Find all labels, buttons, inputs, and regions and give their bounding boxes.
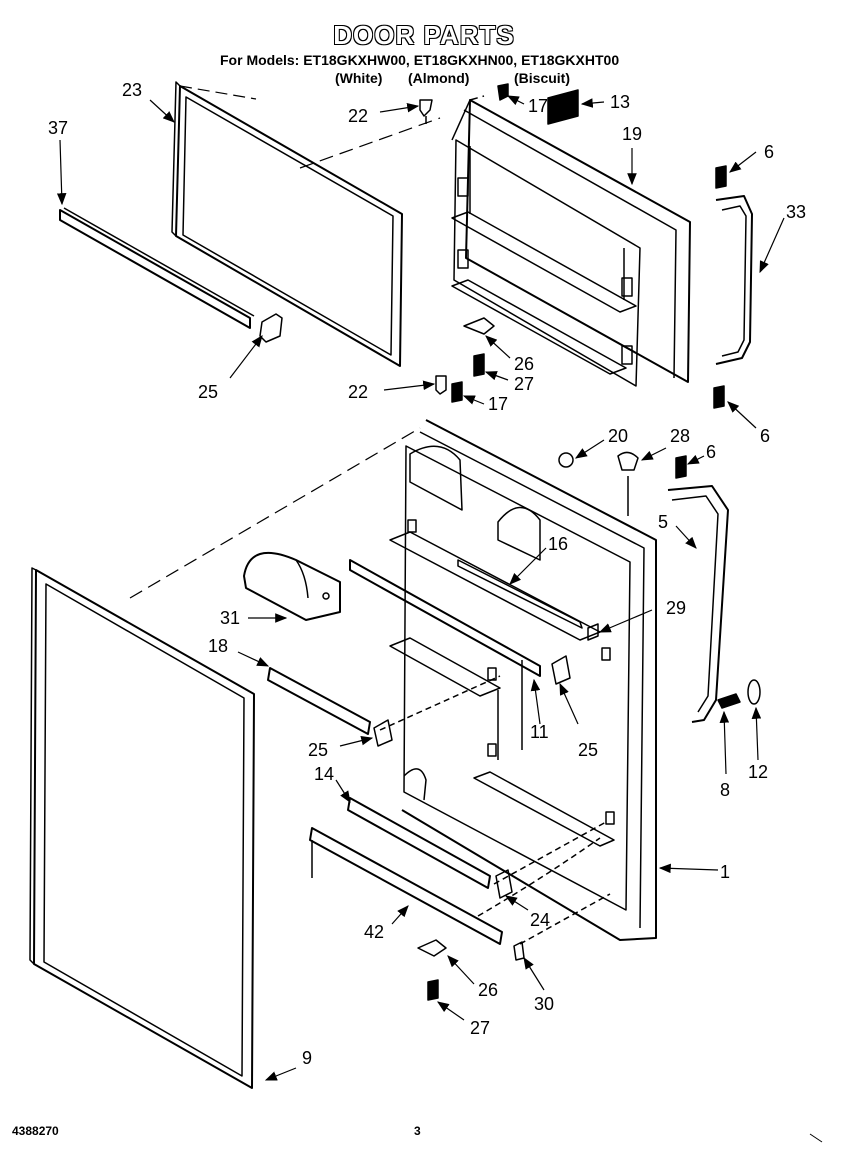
clip-upper-left [259,313,283,343]
callout-19: 19 [622,124,642,144]
fresh-food-handle [667,485,729,723]
callout-37: 37 [48,118,68,138]
callout-28: 28 [670,426,690,446]
callout-20: 20 [608,426,628,446]
callout-22-mid: 22 [348,382,368,402]
callout-27-upper: 27 [514,374,534,394]
freezer-door-liner [451,99,691,387]
freezer-shelf-trim [59,207,255,329]
page-number: 3 [414,1124,421,1138]
callout-6-lower: 6 [706,442,716,462]
callout-13: 13 [610,92,630,112]
trim-14 [347,797,491,889]
callout-27-lower: 27 [470,1018,490,1038]
callout-1: 1 [720,862,730,882]
callout-11: 11 [530,722,549,742]
callout-16: 16 [548,534,568,554]
callout-12: 12 [748,762,768,782]
callout-29: 29 [666,598,686,618]
callout-5: 5 [658,512,668,532]
callout-17: 17 [528,96,548,116]
plug-28 [617,451,639,471]
button-20 [558,452,574,468]
clip-25-left [373,719,393,747]
callout-14: 14 [314,764,334,784]
label-plate [547,89,579,125]
color-white: (White) [335,70,383,86]
callout-23: 23 [122,80,142,100]
callout-30: 30 [534,994,554,1014]
callout-6-top: 6 [764,142,774,162]
callout-9: 9 [302,1048,312,1068]
trim-11 [349,559,541,677]
model-list: For Models: ET18GKXHW00, ET18GKXHN00, ET… [220,52,620,68]
callout-31: 31 [220,608,240,628]
callout-25-upper: 25 [198,382,218,402]
trim-16 [457,559,583,629]
plug-top [419,99,433,117]
page-title: DOOR PARTS [333,20,515,50]
color-almond: (Almond) [408,70,470,86]
callout-24: 24 [530,910,550,930]
clip-24 [495,869,513,899]
fresh-food-gasket [29,567,255,1089]
callout-26-lower: 26 [478,980,498,1000]
trim-18 [267,667,371,735]
document-number: 4388270 [12,1124,59,1138]
callout-8: 8 [720,780,730,800]
color-biscuit: (Biscuit) [514,70,570,86]
callout-25-right: 25 [578,740,598,760]
dairy-door [243,551,341,621]
freezer-gasket [171,81,403,367]
callout-33: 33 [786,202,806,222]
callout-6-mid: 6 [760,426,770,446]
callout-18: 18 [208,636,228,656]
callout-25-left: 25 [308,740,328,760]
trim-42 [309,827,503,945]
callout-22: 22 [348,106,368,126]
clip-30 [513,941,525,961]
callout-17-mid: 17 [488,394,508,414]
freezer-handle [715,195,753,365]
clip-25-right [551,655,571,685]
callout-26-upper: 26 [514,354,534,374]
fresh-food-door-liner [389,419,657,941]
callout-42: 42 [364,922,384,942]
